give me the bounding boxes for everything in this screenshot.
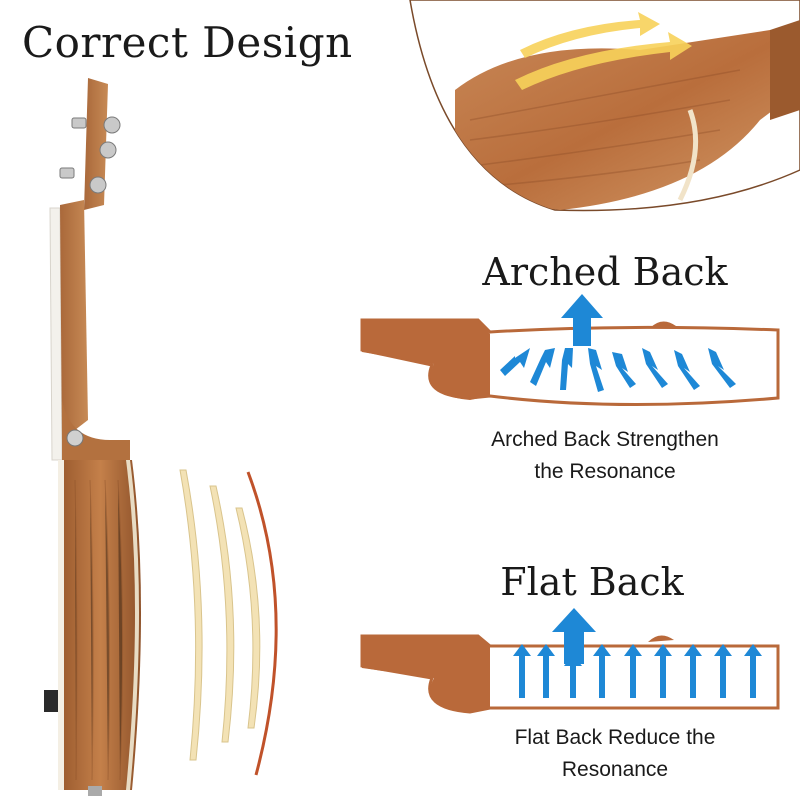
arched-caption-line-2: the Resonance	[534, 460, 676, 483]
arched-back-heading: Arched Back	[482, 250, 728, 294]
flat-caption-line-2: Resonance	[561, 758, 669, 781]
flat-back-heading: Flat Back	[500, 560, 684, 604]
arched-caption-line-1: Arched Back Strengthen	[491, 428, 719, 451]
page-title: Correct Design	[22, 18, 353, 67]
flat-back-caption: Flat Back Reduce the Resonance	[470, 722, 760, 786]
flat-caption-line-1: Flat Back Reduce the	[514, 726, 716, 749]
arched-back-caption: Arched Back Strengthen the Resonance	[455, 424, 755, 488]
